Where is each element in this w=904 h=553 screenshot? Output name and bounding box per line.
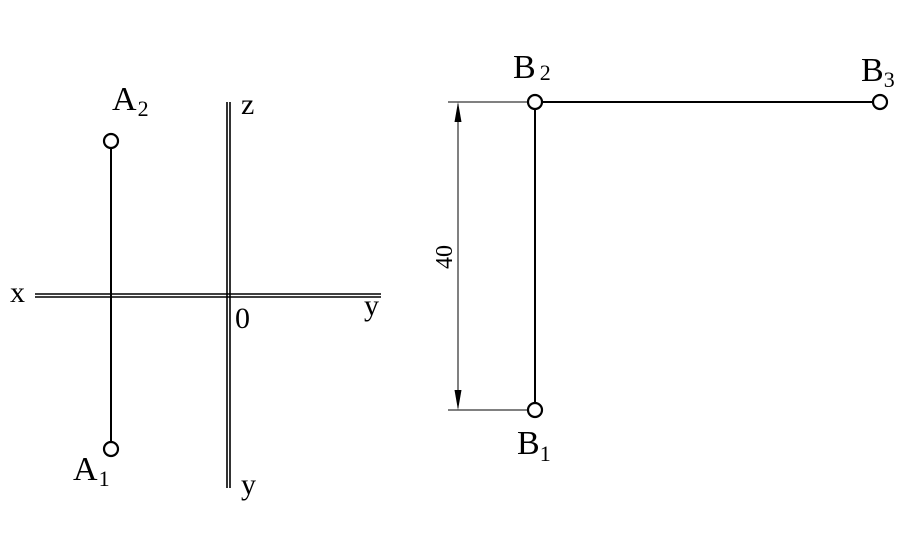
point-b1-marker [526, 401, 544, 419]
point-b3-index: 3 [884, 67, 895, 92]
dimension-arrow-top [454, 102, 462, 122]
point-a2-marker [102, 132, 120, 150]
point-b1-letter: B [517, 425, 540, 462]
origin-label: 0 [235, 302, 250, 335]
point-a2-letter: A [112, 81, 137, 118]
point-b2-marker [526, 93, 544, 111]
dimension-arrow-bottom [454, 390, 462, 410]
coordinate-axes [35, 102, 381, 488]
point-a1-label: A1 [73, 451, 110, 491]
point-b2-letter: B [513, 49, 536, 86]
y-axis-down-label: y [241, 468, 256, 501]
z-axis-label: z [241, 88, 254, 121]
point-a1-marker [102, 440, 120, 458]
x-axis-label: x [10, 276, 25, 309]
point-b3-letter: B [861, 52, 884, 89]
point-a2-label: A2 [112, 81, 149, 121]
point-b2-index: 2 [540, 60, 551, 85]
point-b3-label: B3 [861, 52, 895, 92]
dimension-40 [448, 101, 528, 411]
point-b3-marker [871, 93, 889, 111]
point-a2-index: 2 [138, 96, 149, 121]
point-b1-label: B1 [517, 425, 551, 466]
point-a1-letter: A [73, 451, 98, 488]
point-b1-index: 1 [540, 441, 551, 466]
dimension-value: 40 [432, 245, 458, 269]
point-a1-index: 1 [99, 466, 110, 491]
y-axis-right-label: y [364, 289, 379, 322]
